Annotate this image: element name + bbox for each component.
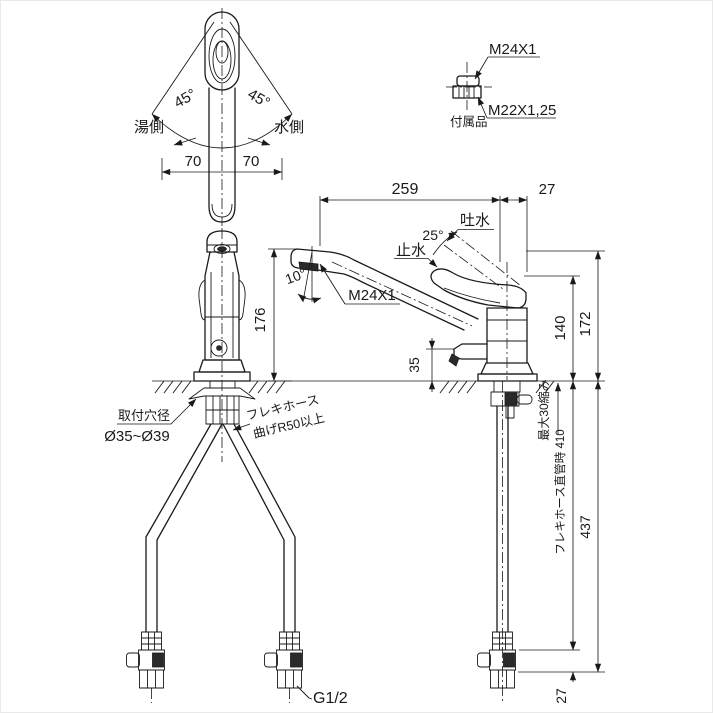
lever-wing-left: [198, 279, 206, 321]
set-screw: [210, 339, 228, 357]
hole-leader: [117, 398, 197, 425]
hole-label: 取付穴径: [118, 408, 170, 423]
hose-fitting-right: [264, 631, 303, 703]
hose-fitting-side: [477, 631, 516, 689]
spout-angle-arc: [297, 293, 322, 304]
flexible-hoses: [145, 423, 296, 633]
dim-under-spout-label: 35: [406, 357, 422, 373]
dim-total-under-label: 437: [577, 515, 593, 539]
spout-axis: [331, 261, 473, 327]
dim-spout-height-label: 176: [252, 307, 269, 332]
hose-right-outer: [233, 423, 296, 633]
swing-arc: [151, 113, 293, 149]
swing-angle-left: 45°: [171, 86, 199, 112]
adapter-body: [452, 85, 482, 99]
dim-70-left: 70: [185, 153, 202, 170]
dim-lever-low-label: 140: [552, 315, 569, 340]
hose-right-inner: [222, 423, 285, 633]
hose-left-inner: [156, 423, 223, 633]
turn-arrow-right: [247, 137, 271, 146]
dim-reach-label: 259: [392, 181, 419, 198]
counter-hatch: [154, 380, 286, 394]
dim-70-right: 70: [243, 153, 260, 170]
hot-side-label: 湯側: [134, 119, 164, 136]
cold-side-label: 水側: [274, 119, 304, 136]
counter-hatch-side: [439, 380, 555, 394]
clamp-lever: [126, 652, 140, 668]
stop-label: 止水: [396, 242, 426, 259]
front-view: 取付穴径 Ø35~Ø39 フレキホース 曲げR50以上 G1/2: [104, 228, 348, 707]
outlet-nozzle: [453, 343, 488, 360]
hose-straight-note: フレキホース直管時 410: [553, 429, 567, 554]
clamp-lever: [477, 652, 491, 668]
discharge-label: 吐水: [460, 212, 490, 229]
spout-tip-front: [206, 230, 238, 253]
hose-note: フレキホース 曲げR50以上: [245, 393, 326, 441]
spout-thread-label: M24X1: [348, 287, 396, 304]
turn-arrow-left: [173, 137, 197, 146]
dim-back-label: 27: [539, 181, 556, 198]
dim-adapter-label: 27: [553, 688, 569, 704]
faucet-body-side: [486, 307, 528, 364]
accessory-label: 付属品: [450, 115, 488, 129]
accessory-adapter: M24X1 M22X1,25 付属品: [446, 41, 556, 129]
hole-range: Ø35~Ø39: [104, 428, 169, 445]
lever-raised-phantom: [450, 230, 522, 287]
dim-lever-high-label: 172: [577, 311, 594, 336]
swing-angle-right: 45°: [245, 86, 273, 112]
hose-compress-note: 最大30縮み: [536, 379, 551, 440]
side-view: 259 27 吐水 25° 止水 10° M24X1: [252, 181, 605, 704]
g12-leader: [296, 685, 313, 700]
mounting-hardware-side: [490, 380, 533, 419]
clamp-lever-side: [516, 394, 533, 405]
fan-chord-right: [229, 21, 293, 115]
clamp-wing-right: [239, 387, 256, 400]
top-view: 45° 45° 湯側 水側 70 70: [134, 8, 304, 226]
lever-wing-right: [238, 279, 246, 321]
lever-swing-arrow: [432, 231, 458, 256]
clamp-lever: [264, 652, 278, 668]
connector-thread-label: G1/2: [313, 690, 348, 707]
clamp-wing-left: [188, 387, 205, 400]
thread-upper-label: M24X1: [489, 41, 537, 58]
lever-handle: [430, 268, 527, 309]
spout-top-view: [208, 87, 236, 223]
spout-tip-side: [290, 248, 319, 271]
aerator: [213, 244, 231, 254]
handle-top-view: [204, 11, 240, 91]
lever-angle-label: 25°: [422, 227, 443, 243]
fan-chord-left: [151, 21, 215, 115]
spout-lower-line: [317, 269, 465, 331]
thread-lower-label: M22X1,25: [488, 102, 556, 119]
spout-upper-line: [296, 248, 479, 320]
hose-fitting-left: [126, 631, 165, 703]
spout-angle-label: 10°: [283, 265, 308, 287]
base-plate-side: [477, 373, 538, 382]
hose-note-leader: [232, 423, 251, 431]
hose-left-outer: [145, 423, 212, 633]
